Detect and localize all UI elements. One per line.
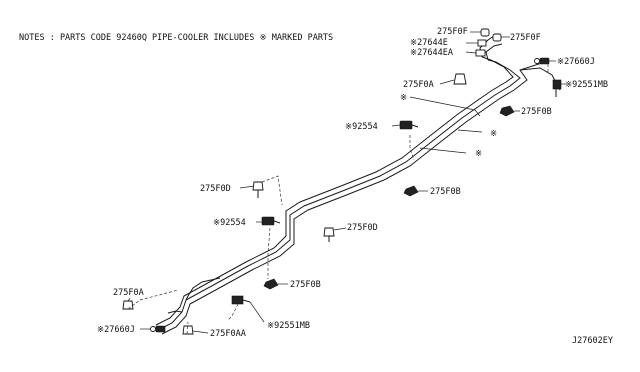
notes-text: NOTES : PARTS CODE 92460Q PIPE-COOLER IN… [19, 33, 333, 43]
label-275f0f-a: 275F0F [437, 27, 468, 37]
part-275f0a-top [453, 73, 467, 85]
label-mark-b: ※ [490, 129, 497, 139]
label-27644e: ※27644E [410, 38, 448, 48]
label-92554-top: ※92554 [345, 122, 378, 132]
leader-lines [127, 31, 566, 334]
part-92554-top [399, 120, 419, 130]
label-275f0d-a: 275F0D [200, 184, 231, 194]
part-27644ea [475, 49, 486, 57]
label-27660j-bot: ※27660J [97, 325, 135, 335]
label-mark-a: ※ [400, 93, 407, 103]
label-275f0b-a: 275F0B [521, 107, 552, 117]
label-92554-mid: ※92554 [213, 218, 246, 228]
part-275f0f-a [480, 28, 490, 37]
diagram-code: J27602EY [572, 336, 613, 346]
label-275f0f-b: 275F0F [510, 33, 541, 43]
part-275f0b-c [263, 278, 279, 290]
label-275f0d-b: 275F0D [347, 223, 378, 233]
part-275f0aa [182, 325, 194, 335]
part-275f0d-b [323, 227, 335, 242]
label-275f0a-top: 275F0A [403, 80, 434, 90]
label-27644ea: ※27644EA [410, 48, 453, 58]
label-92551mb-bot: ※92551MB [267, 321, 310, 331]
part-labels: 275F0F 275F0F ※27644E ※27644EA ※27660J ※… [97, 27, 608, 339]
part-92551mb-bot [231, 295, 251, 305]
label-275f0b-c: 275F0B [290, 280, 321, 290]
label-92551mb-top: ※92551MB [565, 80, 608, 90]
part-275f0b-a [499, 105, 515, 117]
part-275f0f-b [492, 33, 502, 42]
part-92551mb-top [552, 79, 562, 97]
part-275f0b-b [403, 185, 419, 197]
part-27644e [477, 39, 487, 47]
label-27660j-top: ※27660J [557, 57, 595, 67]
part-275f0d-a [252, 181, 264, 198]
label-mark-c: ※ [475, 149, 482, 159]
part-27660j-bot [150, 325, 166, 333]
dashed-reference-lines [127, 64, 549, 335]
part-275f0a-bot [122, 300, 134, 310]
part-27660j-top [534, 57, 550, 65]
label-275f0b-b: 275F0B [430, 187, 461, 197]
label-275f0a-bot: 275F0A [113, 288, 144, 298]
part-92554-mid [261, 216, 281, 226]
label-275f0aa: 275F0AA [210, 329, 246, 339]
